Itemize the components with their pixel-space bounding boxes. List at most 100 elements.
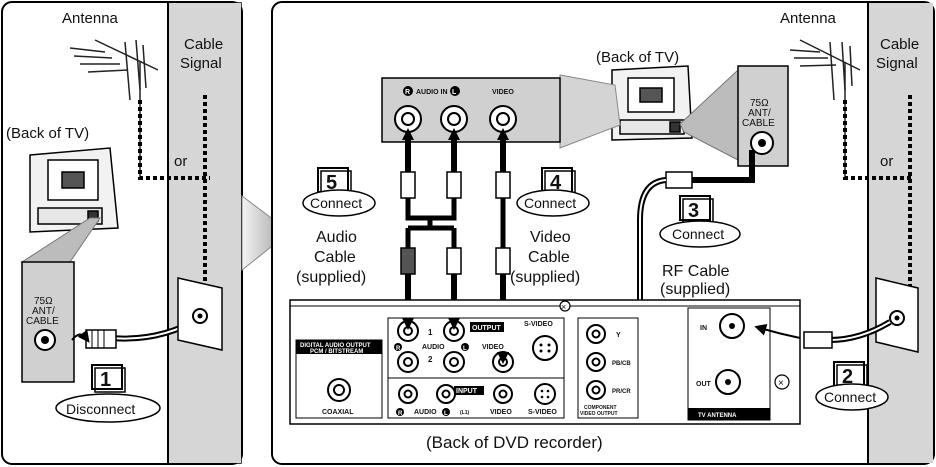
row-2-label: 2 <box>428 355 433 364</box>
step-2-label: Connect <box>824 389 876 405</box>
step-5-badge: 5 Connect Audio Cable (supplied) <box>296 167 376 286</box>
input-label: INPUT <box>456 388 478 395</box>
rf-cable-label-1: RF Cable <box>662 263 730 280</box>
left-or-label: or <box>174 153 187 170</box>
tv-jack-panel: R AUDIO IN L VIDEO <box>381 77 561 143</box>
output-svideo-jack <box>532 335 558 361</box>
component-video-section: Y PB/CB PR/CR COMPONENT VIDEO OUTPUT <box>577 317 639 419</box>
audio-cable <box>400 140 462 318</box>
left-antenna-icon <box>69 39 159 180</box>
left-cable-label-2: Signal <box>180 55 222 72</box>
right-signal-dotted-lines <box>843 95 912 290</box>
step-4-number: 4 <box>550 172 562 194</box>
digital-audio-output-section: DIGITAL AUDIO OUTPUT PCM / BITSTREAM COA… <box>295 339 383 419</box>
dvd-recorder-back: × × DIGITAL AUDIO OUTPUT PCM / BITSTREAM… <box>289 299 801 452</box>
row-1-label: 1 <box>428 328 433 337</box>
input-audio-label: AUDIO <box>414 409 437 416</box>
left-antenna-label: Antenna <box>62 10 119 27</box>
output-audio-r2-jack <box>397 351 419 373</box>
left-port-text-1: 75Ω <box>34 296 53 307</box>
input-audio-r-jack <box>398 384 418 404</box>
audio-cable-label-3: (supplied) <box>296 269 366 286</box>
output-video-label: VIDEO <box>482 344 504 351</box>
step-5-number: 5 <box>326 172 337 194</box>
audio-cable-label-2: Cable <box>314 249 356 266</box>
right-cable-label-1: Cable <box>880 36 919 53</box>
left-port-text-2: ANT/ <box>32 306 55 317</box>
tv-audio-l-jack <box>440 105 468 133</box>
right-back-of-tv-label: (Back of TV) <box>596 49 679 66</box>
pcm-bitstream-label: PCM / BITSTREAM <box>310 349 363 355</box>
tv-antenna-label: TV ANTENNA <box>698 413 737 419</box>
svg-text:×: × <box>561 302 566 312</box>
step-4-label: Connect <box>524 195 576 211</box>
step-3-number: 3 <box>688 200 699 222</box>
right-cable-label-2: Signal <box>876 55 918 72</box>
rf-cable-label-2: (supplied) <box>660 281 730 298</box>
svg-text:×: × <box>778 378 784 389</box>
input-svideo-jack <box>534 383 556 405</box>
input-l-letter: L <box>444 411 448 417</box>
step-1-badge: 1 Disconnect <box>55 364 161 423</box>
component-y-jack <box>586 324 606 344</box>
right-or-label: or <box>880 153 893 170</box>
video-cable-label-3: (supplied) <box>510 269 580 286</box>
right-wall-plate-icon <box>875 277 919 353</box>
right-port-text-3: CABLE <box>742 118 775 129</box>
tv-jack-audio-in-label: AUDIO IN <box>416 89 448 96</box>
output-audio-label: AUDIO <box>422 344 445 351</box>
tv-video-jack <box>489 105 517 133</box>
left-port-text-3: CABLE <box>26 316 59 327</box>
coaxial-label: COAXIAL <box>322 409 354 416</box>
step-2-badge: 2 Connect <box>815 361 889 411</box>
digital-audio-output-label: DIGITAL AUDIO OUTPUT <box>300 343 371 349</box>
component-label-2: VIDEO OUTPUT <box>580 411 618 417</box>
component-pr-label: PR/CR <box>612 389 631 395</box>
output-label: OUTPUT <box>472 325 502 332</box>
input-audio-l-jack <box>436 384 456 404</box>
tv-antenna-section: TV ANTENNA IN OUT <box>687 307 771 421</box>
step-1-label: Disconnect <box>66 401 135 417</box>
input-svideo-label: S-VIDEO <box>528 409 557 416</box>
dvd-recorder-caption: (Back of DVD recorder) <box>426 433 603 452</box>
step-1-number: 1 <box>100 369 111 391</box>
output-audio-l1-jack <box>443 320 465 342</box>
video-cable-label-1: Video <box>530 229 571 246</box>
left-tv-port-closeup: 75Ω ANT/ CABLE <box>21 261 75 383</box>
component-pb-jack <box>586 352 606 372</box>
video-cable-label-2: Cable <box>528 249 570 266</box>
left-panel: Antenna Cable Signal or (Back of TV) <box>1 1 243 465</box>
tv-jack-zoom-beam <box>559 74 621 149</box>
left-back-of-tv-label: (Back of TV) <box>6 125 89 142</box>
left-tv-icon <box>29 147 119 233</box>
output-l-letter: L <box>463 346 467 352</box>
right-cable-wall <box>868 3 933 463</box>
step-5-label: Connect <box>310 195 362 211</box>
tv-jack-video-label: VIDEO <box>492 89 514 96</box>
output-audio-l2-jack <box>443 351 465 373</box>
output-svideo-label: S-VIDEO <box>524 321 553 328</box>
input-video-jack <box>493 384 513 404</box>
antenna-in-jack <box>719 313 745 339</box>
input-r-letter: R <box>398 411 403 417</box>
antenna-out-jack <box>715 369 741 395</box>
right-panel: Antenna Cable Signal or (Back of TV) <box>271 1 935 465</box>
output-r-letter: R <box>396 346 401 352</box>
left-wall-plate-icon <box>177 277 223 351</box>
av-jack-section: OUTPUT 1 2 R AUDIO L VIDEO S-VIDEO INPUT <box>387 317 565 419</box>
zoom-arrow <box>241 195 291 272</box>
left-cable-label-1: Cable <box>184 36 223 53</box>
left-signal-dotted-lines <box>138 95 210 290</box>
right-port-text-1: 75Ω <box>750 98 769 109</box>
tv-jack-r-letter: R <box>405 89 410 96</box>
step-3-badge: 3 Connect RF Cable (supplied) <box>659 195 741 298</box>
connect-arrows <box>402 128 509 364</box>
component-label-1: COMPONENT <box>584 405 617 411</box>
right-tv-icon <box>611 65 693 141</box>
component-pb-label: PB/CB <box>612 361 631 367</box>
component-pr-jack <box>586 380 606 400</box>
antenna-out-label: OUT <box>696 381 712 388</box>
right-antenna-label: Antenna <box>780 10 837 27</box>
input-video-label: VIDEO <box>490 409 512 416</box>
